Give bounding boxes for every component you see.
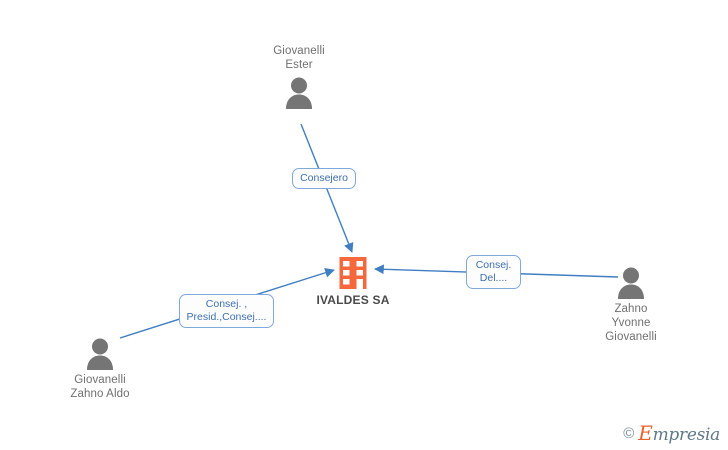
person-node-giovanelli-zahno-aldo[interactable]: Giovanelli Zahno Aldo [25, 336, 175, 401]
brand-logo-text: Empresia [638, 423, 720, 444]
person-icon [556, 265, 706, 299]
edge-role-label-aldo[interactable]: Consej. , Presid.,Consej.... [179, 294, 274, 328]
person-label: Zahno Yvonne Giovanelli [605, 303, 657, 343]
person-node-zahno-yvonne-giovanelli[interactable]: Zahno Yvonne Giovanelli [556, 265, 706, 344]
company-label: IVALDES SA [316, 293, 390, 307]
empresia-watermark: © Empresia [623, 423, 720, 444]
person-icon [25, 336, 175, 370]
person-node-giovanelli-ester[interactable]: Giovanelli Ester [224, 44, 374, 109]
person-label: Giovanelli Ester [273, 45, 325, 71]
edge-role-label-ester[interactable]: Consejero [292, 168, 356, 189]
person-label: Giovanelli Zahno Aldo [70, 374, 130, 400]
company-node-ivaldes-sa[interactable]: IVALDES SA [278, 255, 428, 307]
brand-initial: E [638, 421, 653, 445]
brand-rest: mpresia [652, 425, 721, 445]
building-icon [278, 255, 428, 289]
person-icon [224, 75, 374, 109]
edge-role-label-yvonne[interactable]: Consej. Del.... [466, 255, 521, 289]
copyright-icon: © [623, 425, 635, 442]
